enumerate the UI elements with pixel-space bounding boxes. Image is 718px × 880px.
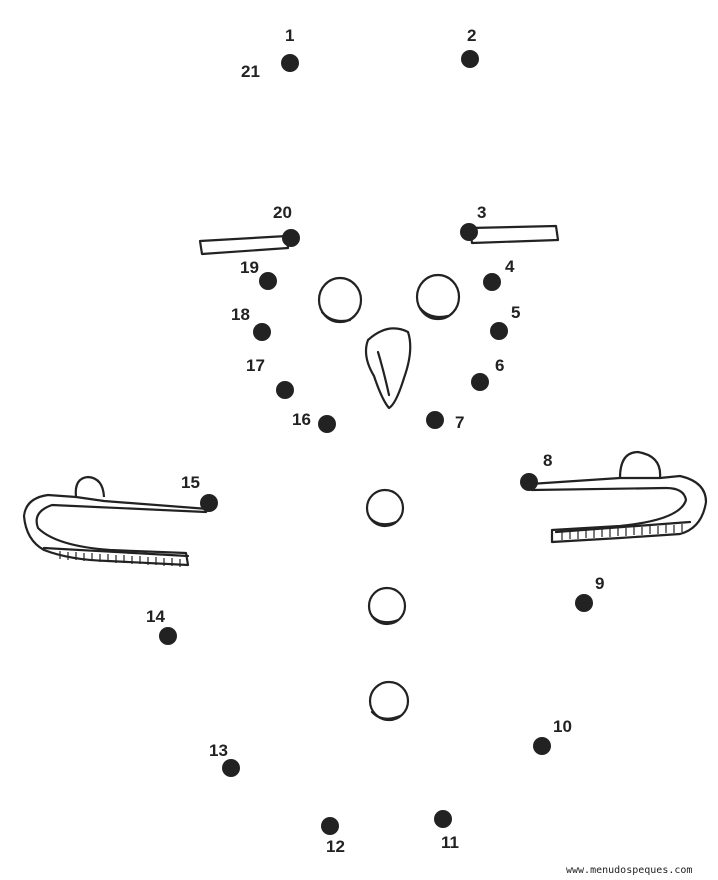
label-18: 18: [231, 305, 250, 324]
left-eye: [317, 276, 363, 324]
left-brim-stub: [198, 234, 290, 256]
label-8: 8: [543, 451, 552, 470]
dot-labels: 1 2 3 4 5 6 7 8 9 10 11 12 13 14 15 16 1…: [146, 26, 604, 856]
right-glove: [528, 450, 708, 544]
label-1: 1: [285, 26, 294, 45]
site-credit: www.menudospeques.com: [566, 865, 692, 876]
dot-5[interactable]: [490, 322, 508, 340]
dot-13[interactable]: [222, 759, 240, 777]
label-10: 10: [553, 717, 572, 736]
dots: [159, 50, 593, 835]
left-glove-cuff-ticks: [59, 551, 181, 567]
label-20: 20: [273, 203, 292, 222]
label-3: 3: [477, 203, 486, 222]
dot-15[interactable]: [200, 494, 218, 512]
button-top: [365, 488, 405, 528]
label-6: 6: [495, 356, 504, 375]
label-12: 12: [326, 837, 345, 856]
right-eye: [415, 273, 461, 321]
dot-8[interactable]: [520, 473, 538, 491]
label-19: 19: [240, 258, 259, 277]
label-4: 4: [505, 257, 515, 276]
dot-10[interactable]: [533, 737, 551, 755]
dot-14[interactable]: [159, 627, 177, 645]
dot-4[interactable]: [483, 273, 501, 291]
dot-9[interactable]: [575, 594, 593, 612]
label-9: 9: [595, 574, 604, 593]
dot-19[interactable]: [259, 272, 277, 290]
button-middle: [367, 586, 407, 626]
right-glove-cuff-ticks: [561, 524, 683, 540]
dot-11[interactable]: [434, 810, 452, 828]
dot-1[interactable]: [281, 54, 299, 72]
dot-3[interactable]: [460, 223, 478, 241]
label-17: 17: [246, 356, 265, 375]
carrot-nose: [364, 327, 412, 410]
dot-16[interactable]: [318, 415, 336, 433]
label-15: 15: [181, 473, 200, 492]
right-brim-stub: [468, 224, 560, 245]
label-7: 7: [455, 413, 464, 432]
label-2: 2: [467, 26, 476, 45]
label-21: 21: [241, 62, 260, 81]
label-5: 5: [511, 303, 520, 322]
dot-6[interactable]: [471, 373, 489, 391]
label-14: 14: [146, 607, 165, 626]
label-11: 11: [441, 833, 459, 852]
dot-2[interactable]: [461, 50, 479, 68]
dot-7[interactable]: [426, 411, 444, 429]
left-glove: [22, 475, 210, 567]
label-13: 13: [209, 741, 228, 760]
label-16: 16: [292, 410, 311, 429]
dot-18[interactable]: [253, 323, 271, 341]
button-bottom: [368, 680, 410, 722]
dot-17[interactable]: [276, 381, 294, 399]
dot-20[interactable]: [282, 229, 300, 247]
dot-12[interactable]: [321, 817, 339, 835]
